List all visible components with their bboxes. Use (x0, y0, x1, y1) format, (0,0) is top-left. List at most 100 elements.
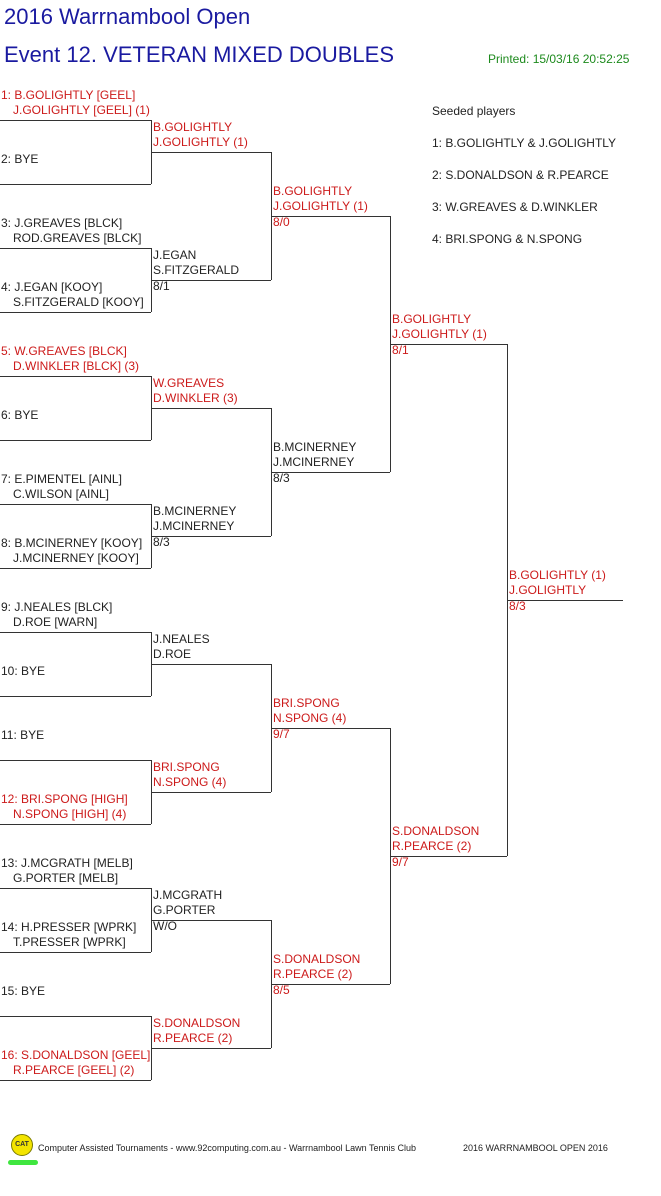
player-entry-partner: D.WINKLER [BLCK] (3) (13, 359, 140, 373)
player-entry-partner: C.WILSON [AINL] (13, 487, 110, 501)
winner-name: B.GOLIGHTLY (273, 184, 353, 198)
player-entry: 15: BYE (1, 984, 46, 998)
player-entry: 16: S.DONALDSON [GEEL] (1, 1048, 151, 1062)
seeded-players-heading: Seeded players (432, 104, 516, 118)
match-score: 8/1 (153, 279, 170, 293)
bracket-line (0, 504, 151, 505)
player-entry-partner: ROD.GREAVES [BLCK] (13, 231, 142, 245)
winner-name: J.MCGRATH (153, 888, 223, 902)
bracket-line (0, 120, 151, 121)
player-entry-partner: J.GOLIGHTLY [GEEL] (1) (13, 103, 150, 117)
player-entry: 14: H.PRESSER [WPRK] (1, 920, 137, 934)
match-score: W/O (153, 919, 177, 933)
bracket-line (271, 984, 390, 985)
seed-entry: 3: W.GREAVES & D.WINKLER (432, 200, 598, 214)
player-entry: 7: E.PIMENTEL [AINL] (1, 472, 122, 486)
bracket-line (271, 728, 390, 729)
bracket-line (0, 760, 151, 761)
bracket-line (0, 888, 151, 889)
winner-name: B.GOLIGHTLY (392, 312, 472, 326)
bracket-line (390, 856, 507, 857)
player-entry: 6: BYE (1, 408, 39, 422)
bracket-line (151, 408, 271, 409)
player-entry: 12: BRI.SPONG [HIGH] (1, 792, 128, 806)
winner-name: BRI.SPONG (153, 760, 220, 774)
bracket-line (0, 1016, 151, 1017)
bracket-line (151, 1048, 271, 1049)
winner-partner: D.WINKLER (3) (153, 391, 238, 405)
player-entry-partner: J.MCINERNEY [KOOY] (13, 551, 139, 565)
winner-name: S.DONALDSON (392, 824, 480, 838)
winner-name: B.GOLIGHTLY (153, 120, 233, 134)
winner-partner: N.SPONG (4) (273, 711, 347, 725)
match-score: 8/0 (273, 215, 290, 229)
bracket-line (151, 920, 271, 921)
bracket-line (151, 792, 271, 793)
footer-credits: Computer Assisted Tournaments - www.92co… (38, 1143, 417, 1153)
winner-name: S.DONALDSON (153, 1016, 241, 1030)
bracket-line (0, 440, 151, 441)
winner-partner: J.GOLIGHTLY (1) (153, 135, 248, 149)
winner-name: J.NEALES (153, 632, 210, 646)
player-entry: 2: BYE (1, 152, 39, 166)
cat-logo-icon: CAT (11, 1134, 33, 1156)
bracket-line (507, 600, 623, 601)
winner-name: S.DONALDSON (273, 952, 361, 966)
bracket-line (151, 664, 271, 665)
match-score: 8/3 (273, 471, 290, 485)
bracket-line (0, 568, 151, 569)
winner-partner: N.SPONG (4) (153, 775, 227, 789)
player-entry: 11: BYE (1, 728, 45, 742)
player-entry-partner: G.PORTER [MELB] (13, 871, 119, 885)
player-entry: 5: W.GREAVES [BLCK] (1, 344, 127, 358)
bracket-line (0, 376, 151, 377)
bracket-line (151, 152, 271, 153)
winner-name: B.MCINERNEY (153, 504, 237, 518)
seed-entry: 4: BRI.SPONG & N.SPONG (432, 232, 583, 246)
winner-partner: J.MCINERNEY (153, 519, 235, 533)
player-entry: 13: J.MCGRATH [MELB] (1, 856, 133, 870)
match-score: 8/5 (273, 983, 290, 997)
match-score: 8/3 (509, 599, 526, 613)
bracket-line (0, 1080, 151, 1081)
player-entry-partner: R.PEARCE [GEEL] (2) (13, 1063, 135, 1077)
match-score: 9/7 (392, 855, 409, 869)
seed-entry: 1: B.GOLIGHTLY & J.GOLIGHTLY (432, 136, 617, 150)
player-entry-partner: S.FITZGERALD [KOOY] (13, 295, 144, 309)
winner-partner: S.FITZGERALD (153, 263, 240, 277)
bracket-line (0, 632, 151, 633)
event-title: Event 12. VETERAN MIXED DOUBLES (4, 42, 395, 67)
winner-partner: R.PEARCE (2) (392, 839, 472, 853)
printed-timestamp: Printed: 15/03/16 20:52:25 (488, 52, 630, 66)
logo-underline (8, 1160, 38, 1165)
winner-partner: J.MCINERNEY (273, 455, 355, 469)
bracket-line (151, 280, 271, 281)
match-score: 9/7 (273, 727, 290, 741)
winner-name: J.EGAN (153, 248, 197, 262)
bracket-line (0, 248, 151, 249)
bracket-line (0, 312, 151, 313)
player-entry: 4: J.EGAN [KOOY] (1, 280, 103, 294)
winner-partner: D.ROE (153, 647, 192, 661)
player-entry: 1: B.GOLIGHTLY [GEEL] (1, 88, 136, 102)
bracket-line (0, 952, 151, 953)
winner-name: BRI.SPONG (273, 696, 340, 710)
player-entry-partner: T.PRESSER [WPRK] (13, 935, 126, 949)
winner-name: B.MCINERNEY (273, 440, 357, 454)
player-entry: 9: J.NEALES [BLCK] (1, 600, 113, 614)
player-entry-partner: D.ROE [WARN] (13, 615, 98, 629)
player-entry: 8: B.MCINERNEY [KOOY] (1, 536, 143, 550)
winner-partner: J.GOLIGHTLY (1) (392, 327, 487, 341)
player-entry-partner: N.SPONG [HIGH] (4) (13, 807, 127, 821)
winner-partner: R.PEARCE (2) (273, 967, 353, 981)
winner-partner: G.PORTER (153, 903, 216, 917)
bracket-line (0, 824, 151, 825)
footer: CAT Computer Assisted Tournaments - www.… (8, 1133, 658, 1173)
footer-event-name: 2016 WARRNAMBOOL OPEN 2016 (463, 1143, 608, 1153)
seed-entry: 2: S.DONALDSON & R.PEARCE (432, 168, 609, 182)
player-entry: 10: BYE (1, 664, 46, 678)
match-score: 8/3 (153, 535, 170, 549)
winner-name: W.GREAVES (153, 376, 225, 390)
bracket-line (151, 536, 271, 537)
winner-partner: J.GOLIGHTLY (1) (273, 199, 368, 213)
